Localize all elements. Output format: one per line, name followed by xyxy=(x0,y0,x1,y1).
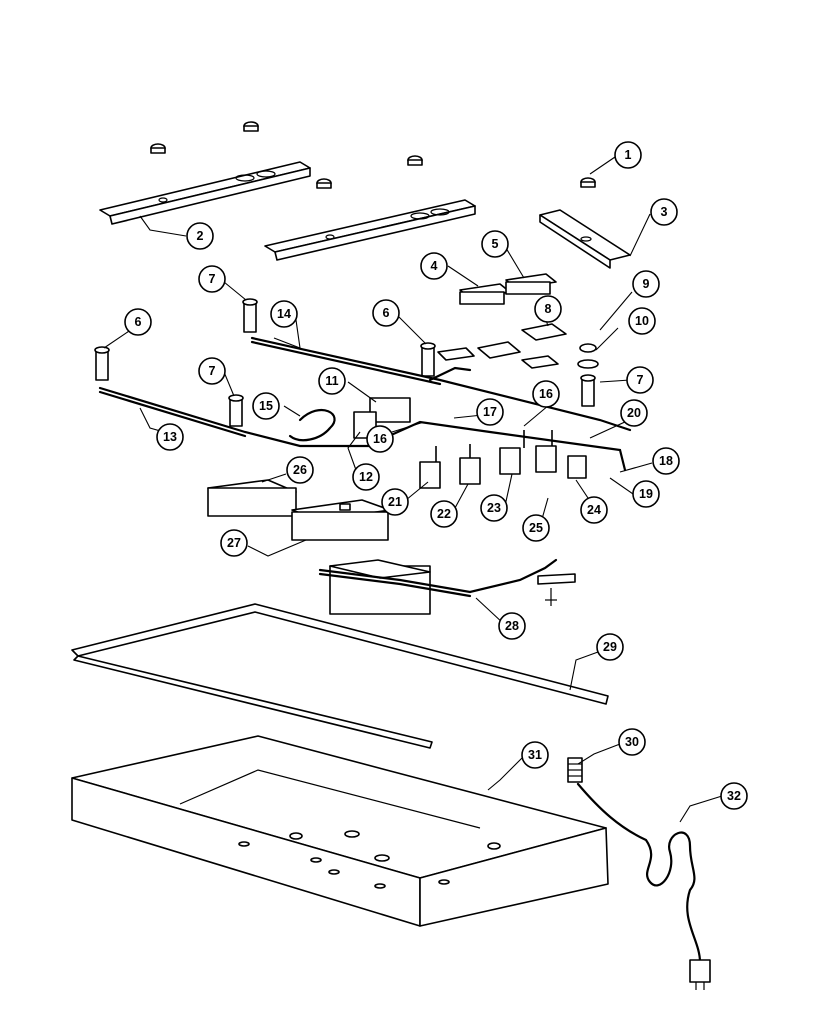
callout-15: 15 xyxy=(252,392,280,420)
svg-text:28: 28 xyxy=(505,619,519,633)
callout-16a: 16 xyxy=(366,425,394,453)
mounting-bracket-left xyxy=(99,161,311,225)
burner-assembly xyxy=(318,558,576,615)
svg-text:1: 1 xyxy=(625,148,632,162)
callout-9: 9 xyxy=(632,270,660,298)
callout-30: 30 xyxy=(618,728,646,756)
callout-20: 20 xyxy=(620,399,648,427)
callout-26: 26 xyxy=(286,456,314,484)
svg-text:19: 19 xyxy=(639,487,653,501)
callout-7a: 7 xyxy=(198,265,226,293)
svg-text:4: 4 xyxy=(431,259,438,273)
svg-text:20: 20 xyxy=(627,406,641,420)
mounting-bracket-right xyxy=(264,199,476,261)
orifice-holders xyxy=(94,298,596,427)
svg-text:14: 14 xyxy=(277,307,291,321)
callout-32: 32 xyxy=(720,782,748,810)
callout-21: 21 xyxy=(381,488,409,516)
callout-18: 18 xyxy=(652,447,680,475)
svg-text:11: 11 xyxy=(325,374,338,388)
svg-text:7: 7 xyxy=(209,364,216,378)
svg-text:21: 21 xyxy=(388,495,402,509)
svg-text:7: 7 xyxy=(637,373,644,387)
control-box-27 xyxy=(291,499,391,541)
svg-text:32: 32 xyxy=(727,789,741,803)
svg-text:17: 17 xyxy=(483,405,497,419)
svg-text:29: 29 xyxy=(603,640,617,654)
svg-text:13: 13 xyxy=(163,430,177,444)
power-cord xyxy=(576,782,711,990)
svg-text:31: 31 xyxy=(528,748,542,762)
svg-text:7: 7 xyxy=(209,272,216,286)
svg-text:8: 8 xyxy=(545,302,552,316)
callout-6b: 6 xyxy=(372,299,400,327)
callout-7c: 7 xyxy=(626,366,654,394)
callout-3: 3 xyxy=(650,198,678,226)
callout-22: 22 xyxy=(430,500,458,528)
terminal-blocks xyxy=(459,273,557,305)
svg-text:12: 12 xyxy=(359,470,373,484)
callout-28: 28 xyxy=(498,612,526,640)
callout-7b: 7 xyxy=(198,357,226,385)
corner-bracket xyxy=(539,209,631,269)
svg-text:6: 6 xyxy=(383,306,390,320)
svg-text:16: 16 xyxy=(539,387,553,401)
svg-text:2: 2 xyxy=(197,229,204,243)
callout-4: 4 xyxy=(420,252,448,280)
callout-1: 1 xyxy=(614,141,642,169)
svg-text:22: 22 xyxy=(437,507,451,521)
callout-10: 10 xyxy=(628,307,656,335)
callout-19: 19 xyxy=(632,480,660,508)
svg-text:18: 18 xyxy=(659,454,673,468)
callout-27: 27 xyxy=(220,529,248,557)
callout-13: 13 xyxy=(156,423,184,451)
nut-fasteners xyxy=(150,121,596,189)
callout-17: 17 xyxy=(476,398,504,426)
svg-text:30: 30 xyxy=(625,735,639,749)
callout-6a: 6 xyxy=(124,308,152,336)
callout-16b: 16 xyxy=(532,380,560,408)
svg-text:9: 9 xyxy=(643,277,650,291)
svg-text:25: 25 xyxy=(529,521,543,535)
svg-text:15: 15 xyxy=(259,399,273,413)
strain-relief xyxy=(567,757,583,783)
svg-text:3: 3 xyxy=(661,205,668,219)
base-tray xyxy=(71,735,609,927)
callout-31: 31 xyxy=(521,741,549,769)
callout-12: 12 xyxy=(352,463,380,491)
gasket xyxy=(71,603,609,749)
leader-lines xyxy=(103,156,723,823)
control-box-26 xyxy=(207,479,297,517)
svg-text:10: 10 xyxy=(635,314,649,328)
svg-text:16: 16 xyxy=(373,432,387,446)
valve-plates xyxy=(437,323,599,369)
svg-text:5: 5 xyxy=(492,237,499,251)
callout-25: 25 xyxy=(522,514,550,542)
gas-tubes xyxy=(98,336,632,472)
callout-29: 29 xyxy=(596,633,624,661)
svg-text:23: 23 xyxy=(487,501,501,515)
callout-14: 14 xyxy=(270,300,298,328)
callout-5: 5 xyxy=(481,230,509,258)
callout-2: 2 xyxy=(186,222,214,250)
callout-11: 11 xyxy=(318,367,346,395)
svg-text:26: 26 xyxy=(293,463,307,477)
callout-24: 24 xyxy=(580,496,608,524)
svg-text:24: 24 xyxy=(587,503,601,517)
callout-8: 8 xyxy=(534,295,562,323)
svg-text:27: 27 xyxy=(227,536,241,550)
callout-23: 23 xyxy=(480,494,508,522)
svg-text:6: 6 xyxy=(135,315,142,329)
